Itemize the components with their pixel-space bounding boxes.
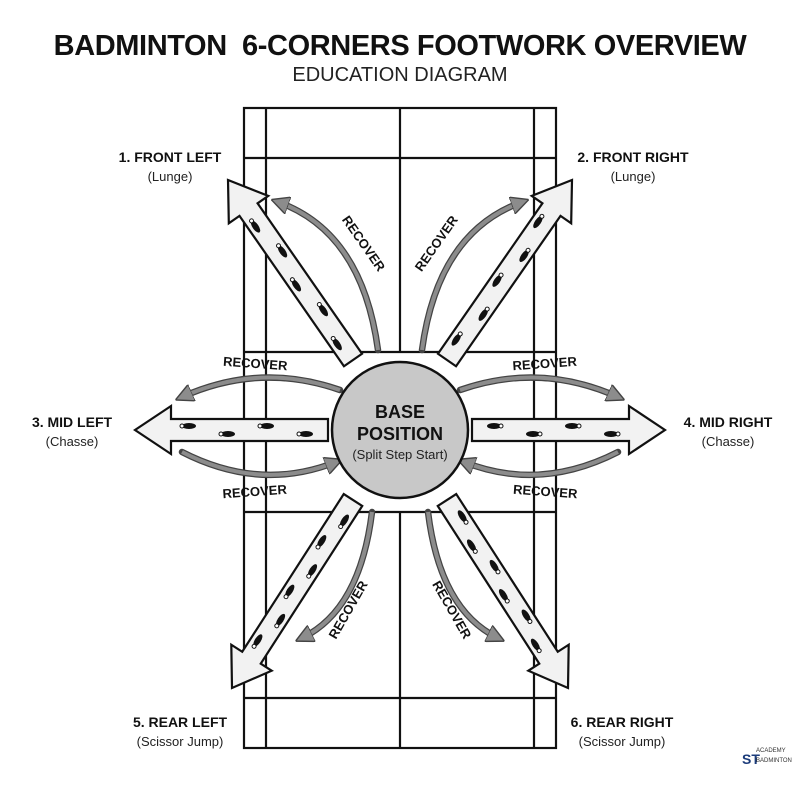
footprint-icon bbox=[564, 422, 582, 430]
recover-label-mid-left-top: RECOVER bbox=[223, 354, 289, 373]
recover-label-mid-right-top: RECOVER bbox=[512, 354, 578, 373]
corner-rear-left-move: (Scissor Jump) bbox=[136, 734, 224, 749]
logo-line-2: BADMINTON bbox=[756, 758, 792, 764]
recover-arrow-front-right bbox=[420, 202, 522, 351]
corner-rear-left: 5. REAR LEFT (Scissor Jump) bbox=[90, 712, 270, 752]
footprint-icon bbox=[296, 430, 314, 438]
academy-logo: ACADEMY ST BADMINTON bbox=[742, 748, 794, 772]
base-line-1: BASE bbox=[375, 402, 425, 422]
recover-label-front-left: RECOVER bbox=[339, 213, 389, 275]
base-line-2: POSITION bbox=[357, 424, 443, 444]
corner-rear-left-name: 5. REAR LEFT bbox=[132, 714, 228, 730]
recover-arrow-rear-right bbox=[426, 511, 498, 638]
footprint-icon bbox=[486, 422, 504, 430]
corner-mid-right-name: 4. MID RIGHT bbox=[683, 414, 773, 430]
corner-front-right-move: (Lunge) bbox=[610, 169, 656, 184]
logo-line-1: ACADEMY bbox=[756, 748, 786, 754]
footprint-icon bbox=[179, 422, 197, 430]
corner-mid-right-move: (Chasse) bbox=[701, 434, 755, 449]
logo-mark: ST bbox=[742, 751, 760, 767]
corner-front-right-name: 2. FRONT RIGHT bbox=[577, 149, 689, 165]
move-arrow-rear-right bbox=[436, 492, 570, 690]
footprint-icon bbox=[257, 422, 275, 430]
corner-front-left: 1. FRONT LEFT (Lunge) bbox=[80, 147, 260, 187]
recover-arrow-rear-left bbox=[302, 511, 374, 638]
recover-label-front-right: RECOVER bbox=[412, 212, 462, 274]
corner-front-left-name: 1. FRONT LEFT bbox=[118, 149, 222, 165]
corner-mid-left-move: (Chasse) bbox=[45, 434, 99, 449]
recover-arrow-mid-left-top bbox=[182, 375, 341, 397]
recover-arrow-front-left bbox=[278, 202, 380, 351]
recover-arrow-mid-right-bottom bbox=[464, 450, 619, 477]
move-arrow-front-right bbox=[436, 178, 574, 368]
corner-front-right: 2. FRONT RIGHT (Lunge) bbox=[543, 147, 723, 187]
recover-arrow-mid-right-top bbox=[459, 375, 618, 397]
base-position-circle bbox=[330, 360, 470, 500]
move-arrow-rear-left bbox=[230, 492, 364, 690]
corner-rear-right: 6. REAR RIGHT (Scissor Jump) bbox=[532, 712, 712, 752]
move-arrow-front-left bbox=[226, 178, 364, 368]
recover-label-mid-right-bottom: RECOVER bbox=[513, 482, 579, 501]
corner-mid-left-name: 3. MID LEFT bbox=[31, 414, 113, 430]
diagram-subtitle: EDUCATION DIAGRAM bbox=[292, 64, 508, 86]
footprint-icon bbox=[603, 430, 621, 438]
recover-arrow-mid-left-bottom bbox=[181, 450, 336, 477]
corner-front-left-move: (Lunge) bbox=[147, 169, 193, 184]
corner-mid-left: 3. MID LEFT (Chasse) bbox=[0, 412, 162, 452]
base-position: BASE POSITION (Split Step Start) bbox=[330, 360, 470, 500]
move-arrow-mid-left bbox=[133, 403, 330, 457]
move-arrow-mid-right bbox=[470, 403, 667, 457]
base-line-3: (Split Step Start) bbox=[352, 447, 447, 462]
diagram-title: BADMINTON 6-CORNERS FOOTWORK OVERVIEW bbox=[53, 30, 747, 62]
recover-label-mid-left-bottom: RECOVER bbox=[222, 482, 288, 501]
movement-arrows bbox=[133, 178, 667, 690]
footprint-icon bbox=[218, 430, 236, 438]
footprint-icon bbox=[525, 430, 543, 438]
corner-rear-right-name: 6. REAR RIGHT bbox=[570, 714, 674, 730]
corner-rear-right-move: (Scissor Jump) bbox=[578, 734, 666, 749]
corner-mid-right: 4. MID RIGHT (Chasse) bbox=[638, 412, 800, 452]
